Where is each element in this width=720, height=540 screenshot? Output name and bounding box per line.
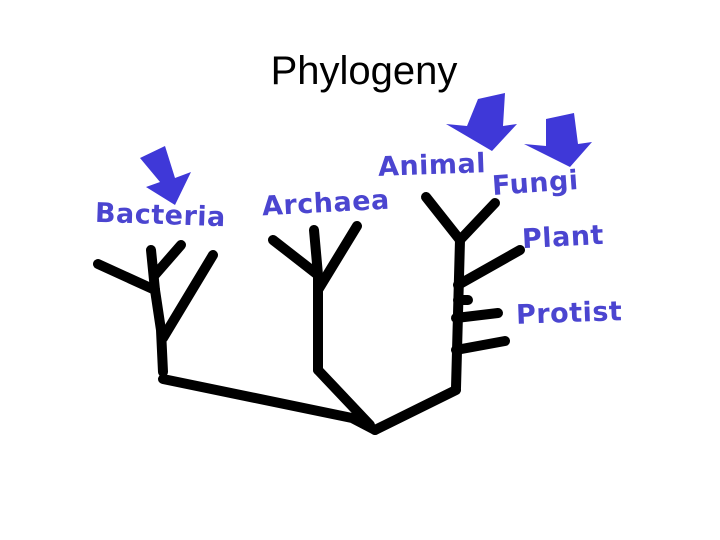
label-protist: Protist bbox=[515, 296, 623, 331]
bacteria-left-branch bbox=[93, 259, 160, 295]
arrow-animal bbox=[446, 93, 517, 151]
bacteria-twig bbox=[149, 240, 186, 281]
label-bacteria: Bacteria bbox=[94, 197, 227, 234]
label-animal: Animal bbox=[377, 148, 487, 183]
slide-title: Phylogeny bbox=[270, 49, 458, 93]
plant-branch bbox=[453, 245, 525, 290]
root-left-connector bbox=[158, 374, 380, 435]
protist-branch-upper bbox=[451, 308, 503, 323]
archaea-mid-branch bbox=[309, 225, 323, 280]
animal-branch bbox=[421, 192, 465, 245]
fungi-branch bbox=[455, 198, 500, 245]
arrow-bacteria bbox=[140, 146, 191, 205]
archaea-right-branch bbox=[313, 221, 362, 295]
label-fungi: Fungi bbox=[491, 165, 580, 202]
bacteria-right-branch bbox=[158, 250, 218, 343]
root-right-connector bbox=[370, 385, 461, 435]
protist-branch-lower bbox=[451, 336, 510, 355]
label-plant: Plant bbox=[521, 219, 605, 256]
arrow-fungi bbox=[524, 113, 592, 167]
bacteria-trunk bbox=[150, 285, 168, 377]
archaea-left-branch bbox=[268, 235, 323, 280]
archaea-to-root bbox=[313, 365, 375, 430]
